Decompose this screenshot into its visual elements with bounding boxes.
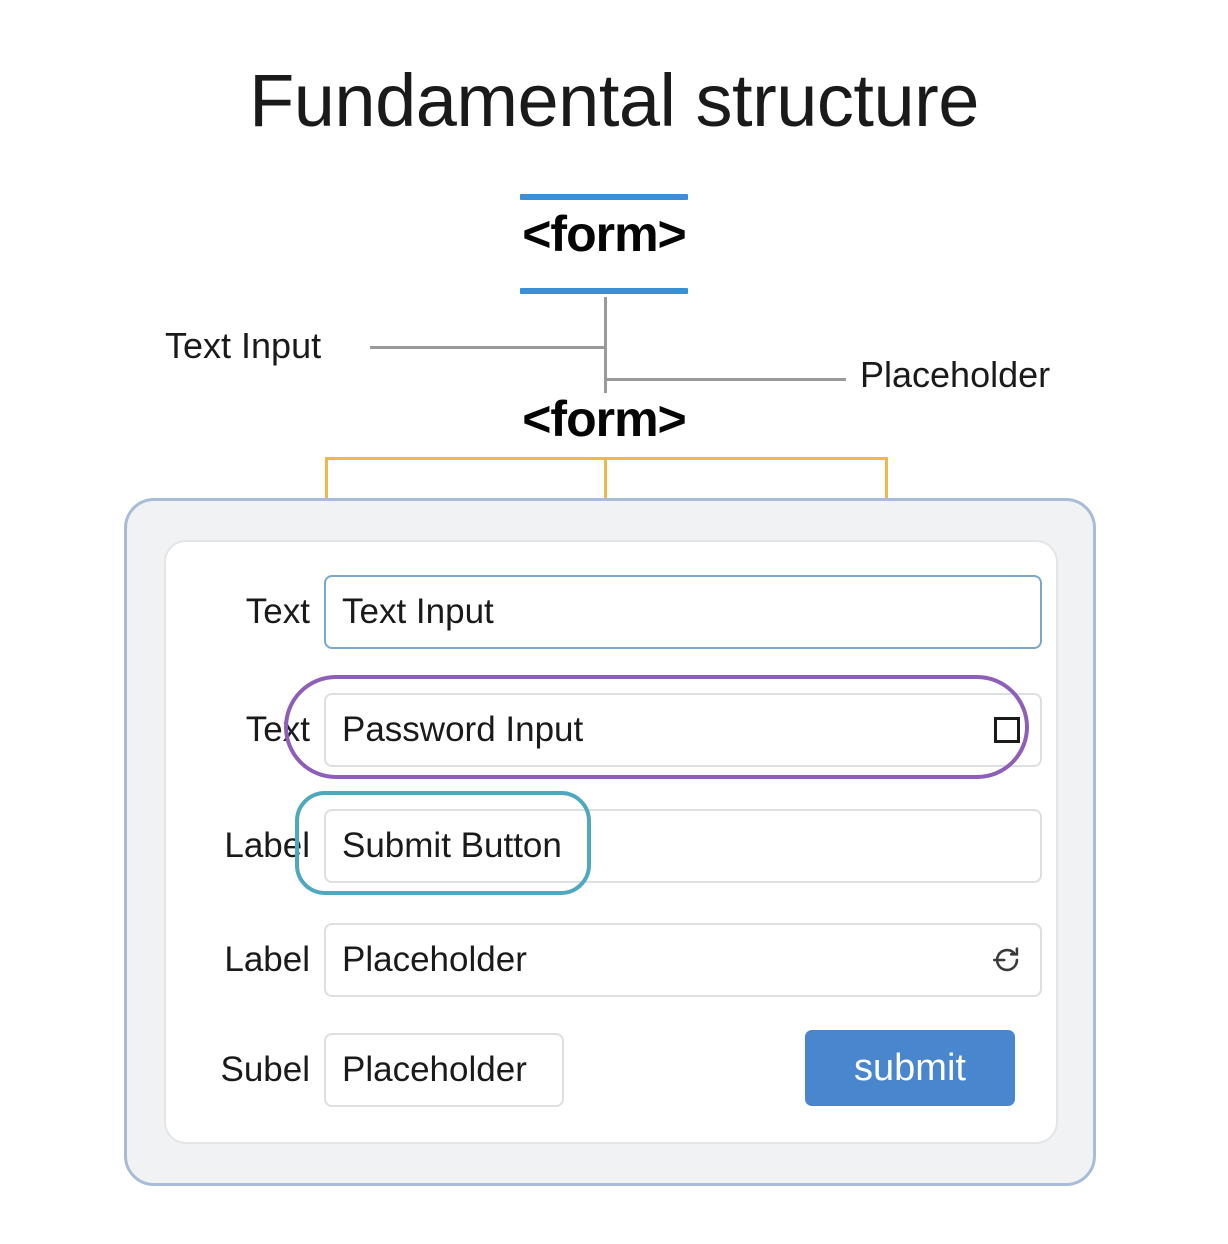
annotation-text-input: Text Input [165,325,322,366]
annotation-placeholder: Placeholder [860,354,1051,395]
submit-button-input[interactable]: Submit Button [324,809,1042,883]
connector-text-input [370,346,606,349]
form-card: Text Text Input Text Password Input Labe… [164,540,1058,1144]
submit-button[interactable]: submit [805,1030,1015,1106]
password-input-value: Password Input [342,710,584,749]
row-label-subel: Subel [220,1050,310,1089]
placeholder-input-value: Placeholder [342,940,527,979]
form-row: Text Text Input [166,574,1060,650]
refresh-icon[interactable] [990,943,1024,977]
form-tag-bottom: <form> [522,391,687,447]
form-row: Label Submit Button [166,808,1060,884]
page-title: Fundamental structure [249,59,979,142]
row-label-text: Text [245,710,310,749]
row-label-text: Label [224,826,310,865]
form-tag-top: <form> [522,206,687,262]
form-rule-top [520,194,688,200]
text-input[interactable]: Text Input [324,575,1042,649]
password-input[interactable]: Password Input [324,693,1042,767]
placeholder-input[interactable]: Placeholder [324,923,1042,997]
square-icon [990,713,1024,747]
connector-placeholder [604,378,846,381]
subel-input[interactable]: Placeholder [324,1033,564,1107]
row-label-text: Label [224,940,310,979]
connector-vertical [604,297,607,393]
bracket-right-stem [604,457,607,536]
subel-input-value: Placeholder [342,1050,527,1089]
text-input-value: Text Input [342,592,494,631]
form-row: Subel Placeholder [166,1032,1060,1108]
form-row: Label Placeholder [166,922,1060,998]
form-row: Text Password Input [166,692,1060,768]
form-rule-bottom [520,288,688,294]
row-label-text: Text [245,592,310,631]
bracket-left [325,457,606,517]
submit-button-input-value: Submit Button [342,826,562,865]
